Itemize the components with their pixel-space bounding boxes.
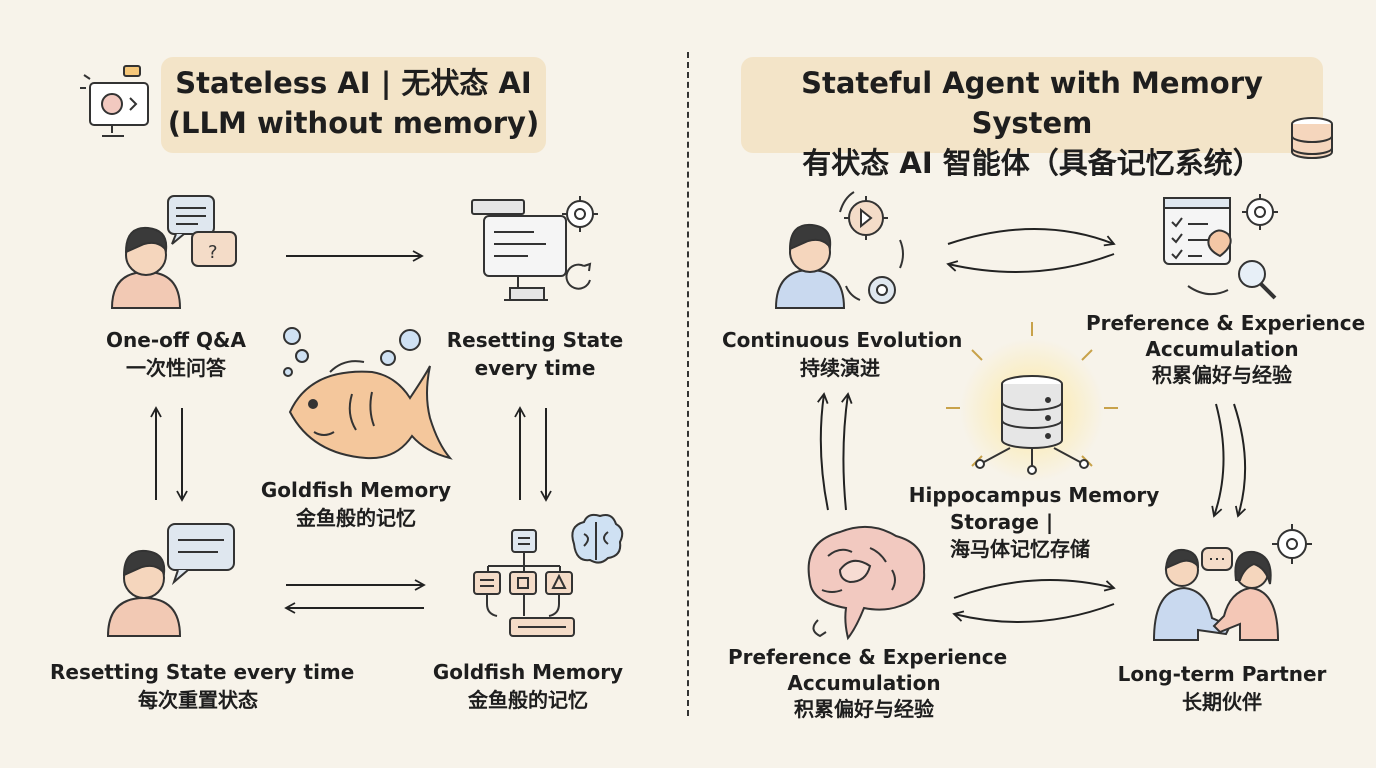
label-continuous-evolution-en: Continuous Evolution	[722, 328, 963, 352]
right-title-box: Stateful Agent with Memory System 有状态 AI…	[741, 57, 1323, 180]
label-goldfish-bottom: Goldfish Memory 金鱼般的记忆	[428, 658, 628, 714]
label-continuous-evolution: Continuous Evolution 持续演进	[722, 326, 963, 382]
arrows-top-curved	[946, 228, 1116, 273]
goldfish-icon	[283, 327, 453, 460]
checklist-icon	[1163, 194, 1278, 300]
label-goldfish-bottom-en: Goldfish Memory	[432, 660, 624, 684]
computer-gear-icon	[471, 196, 598, 301]
person-icon	[110, 226, 182, 309]
label-preference-bottom: Preference & Experience Accumulation 积累偏…	[728, 644, 1008, 722]
chat-bubble-icon	[167, 523, 235, 586]
label-one-off-qa: One-off Q&A 一次性问答	[96, 326, 256, 382]
label-continuous-evolution-zh: 持续演进	[800, 356, 880, 380]
gear-icon	[839, 191, 904, 304]
svg-text:?: ?	[208, 242, 218, 263]
label-hippocampus-line2: Storage |	[950, 510, 1054, 534]
label-preference-top-line2: Accumulation	[1145, 337, 1299, 361]
label-resetting-state-top: Resetting State every time	[440, 326, 630, 382]
label-goldfish-center-en: Goldfish Memory	[260, 478, 452, 502]
arrows-right-vertical	[514, 406, 552, 502]
label-goldfish-bottom-zh: 金鱼般的记忆	[468, 688, 588, 712]
left-title-line2: (LLM without memory)	[167, 106, 540, 140]
label-preference-top: Preference & Experience Accumulation 积累偏…	[1086, 310, 1366, 388]
label-long-term-partner-en: Long-term Partner	[1117, 662, 1327, 686]
database-icon	[946, 322, 1118, 482]
label-goldfish-center-zh: 金鱼般的记忆	[296, 506, 416, 530]
label-goldfish-center: Goldfish Memory 金鱼般的记忆	[246, 476, 466, 532]
arrows-up-curved	[817, 392, 853, 511]
left-title-line1: Stateless AI | 无状态 AI	[175, 66, 532, 100]
label-hippocampus: Hippocampus Memory Storage | 海马体记忆存储	[904, 482, 1164, 563]
label-preference-bottom-line2: Accumulation	[787, 671, 941, 695]
label-preference-top-line1: Preference & Experience	[1086, 311, 1366, 335]
label-resetting-state-top-line1: Resetting State	[446, 328, 624, 352]
label-preference-bottom-line1: Preference & Experience	[728, 645, 1008, 669]
label-resetting-state-top-line2: every time	[474, 356, 596, 380]
left-title-box: Stateless AI | 无状态 AI (LLM without memor…	[161, 57, 546, 153]
label-preference-bottom-zh: 积累偏好与经验	[794, 697, 934, 721]
label-hippocampus-zh: 海马体记忆存储	[950, 537, 1090, 561]
monitor-brain-icon	[80, 65, 149, 137]
label-one-off-qa-zh: 一次性问答	[126, 356, 226, 380]
flowchart-icon	[473, 529, 575, 637]
brain-icon	[807, 525, 926, 641]
person-icon	[106, 549, 182, 637]
label-long-term-partner-zh: 长期伙伴	[1182, 690, 1262, 714]
right-title-line2: 有状态 AI 智能体（具备记忆系统）	[802, 146, 1262, 180]
label-resetting-state-bottom-en: Resetting State every time	[50, 660, 355, 684]
label-one-off-qa-en: One-off Q&A	[106, 328, 246, 352]
label-resetting-state-bottom-zh: 每次重置状态	[138, 688, 258, 712]
label-long-term-partner: Long-term Partner 长期伙伴	[1112, 660, 1332, 716]
label-resetting-state-bottom: Resetting State every time 每次重置状态	[50, 658, 355, 714]
arrows-bottom-curved	[952, 579, 1116, 623]
arrows-down-curved	[1211, 403, 1247, 518]
handshake-icon	[1152, 524, 1312, 641]
chat-bubble-icon: ?	[167, 195, 237, 267]
right-title-line1: Stateful Agent with Memory System	[801, 66, 1263, 140]
label-preference-top-zh: 积累偏好与经验	[1152, 363, 1292, 387]
panel-divider	[687, 52, 689, 716]
brain-icon	[571, 513, 624, 564]
label-hippocampus-line1: Hippocampus Memory	[908, 483, 1160, 507]
arrows-bottom-horizontal	[284, 579, 426, 614]
database-icon	[1291, 117, 1333, 159]
arrows-left-vertical	[150, 406, 188, 502]
person-icon	[774, 223, 846, 309]
